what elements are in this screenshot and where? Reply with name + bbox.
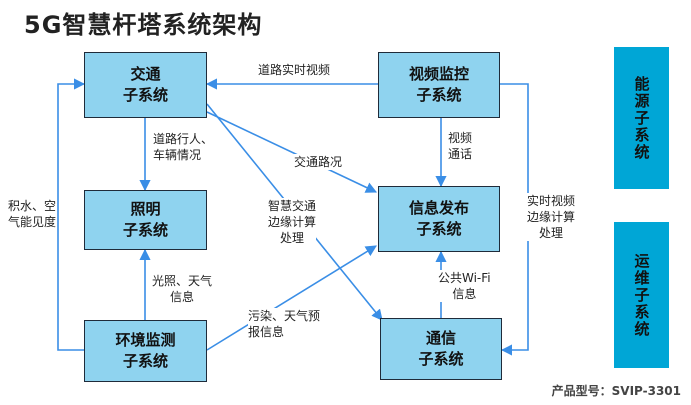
- label-road-realtime-video: 道路实时视频: [258, 62, 331, 78]
- edge-video-to-comm: [500, 83, 529, 356]
- node-lighting-subsystem: 照明子系统: [84, 190, 207, 250]
- label-video-comm: 视频 通话: [448, 130, 473, 162]
- label-public-wifi: 公共Wi-Fi 信息: [438, 270, 491, 302]
- side-energy-subsystem: 能源子系统: [614, 47, 669, 189]
- label-water-air: 积水、空 气能见度: [8, 198, 57, 230]
- label-pollution-weather: 污染、天气预 报信息: [248, 308, 321, 340]
- label-light-weather: 光照、天气 信息: [152, 273, 213, 305]
- edge-env-to-info: [206, 245, 377, 351]
- label-traffic-conditions: 交通路况: [294, 154, 343, 170]
- page-title: 5G智慧杆塔系统架构: [24, 11, 263, 39]
- label-pedestrians-vehicles: 道路行人、 车辆情况: [153, 131, 214, 163]
- node-video-subsystem: 视频监控子系统: [378, 52, 500, 118]
- side-ops-subsystem: 运维子系统: [614, 222, 669, 368]
- node-env-subsystem: 环境监测子系统: [84, 320, 207, 382]
- edge-env-to-traffic: [57, 78, 86, 351]
- edge-traffic-to-info: [206, 111, 378, 193]
- label-realtime-video-edge: 实时视频 边缘计算 处理: [527, 193, 576, 241]
- node-traffic-subsystem: 交通子系统: [84, 52, 207, 118]
- node-info-subsystem: 信息发布子系统: [378, 186, 500, 252]
- label-smart-traffic-edge: 智慧交通 边缘计算 处理: [268, 198, 317, 246]
- product-model-label: 产品型号：SVIP-3301: [551, 384, 681, 398]
- node-comm-subsystem: 通信子系统: [380, 318, 502, 380]
